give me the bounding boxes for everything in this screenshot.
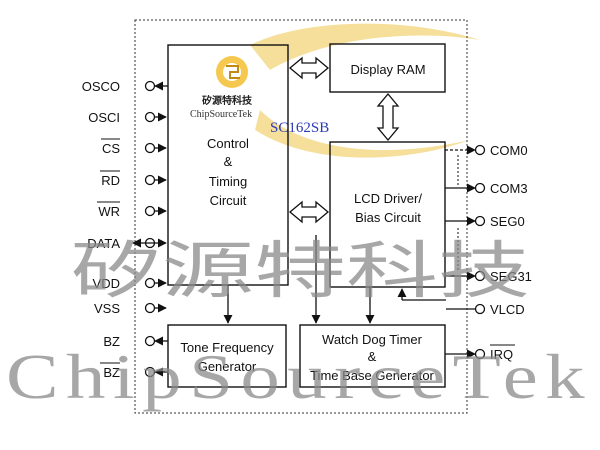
control-label-1: Control xyxy=(207,136,249,151)
pin-seg31-label: SEG31 xyxy=(490,269,532,284)
watermark-cn: 矽源特科技 xyxy=(70,234,530,307)
pin-cs-circle xyxy=(144,142,156,154)
pin-vss-label: VSS xyxy=(94,301,120,316)
pin-rd-label: RD xyxy=(101,173,120,188)
pin-seg0-circle xyxy=(474,215,486,227)
pin-wr-label: WR xyxy=(98,204,120,219)
watchdog-label-1: Watch Dog Timer xyxy=(322,332,423,347)
pin-irq-label: IRQ xyxy=(490,347,513,362)
tone-label-2: Generator xyxy=(198,359,257,374)
control-label-3: Timing xyxy=(209,174,248,189)
pin-com3-circle xyxy=(474,182,486,194)
pin-vdd-circle xyxy=(144,277,156,289)
lcd-driver-label-2: Bias Circuit xyxy=(355,210,421,225)
control-label-2: & xyxy=(224,154,233,169)
pin-data-label: DATA xyxy=(87,236,120,251)
pin-vlcd-label: VLCD xyxy=(490,302,525,317)
pin-bzb-label: BZ xyxy=(103,365,120,380)
tone-label-1: Tone Frequency xyxy=(180,340,274,355)
logo-mark xyxy=(216,23,480,158)
pin-wr-circle xyxy=(144,205,156,217)
left-pins: OSCO OSCI CS RD WR DATA VDD VSS BZ BZ xyxy=(82,79,168,380)
logo-text-cn: 矽源特科技 xyxy=(202,94,253,107)
pin-cs-label: CS xyxy=(102,141,120,156)
pin-vlcd-circle xyxy=(474,303,486,315)
pin-bz-label: BZ xyxy=(103,334,120,349)
pin-osci-circle xyxy=(144,111,156,123)
lcd-driver-block xyxy=(329,141,446,288)
pin-com3-label: COM3 xyxy=(490,181,528,196)
pin-seg31-circle xyxy=(474,270,486,282)
watermark-en: ChipSourceTek xyxy=(6,341,592,412)
control-label-4: Circuit xyxy=(210,193,247,208)
pin-irq-circle xyxy=(474,348,486,360)
watchdog-block xyxy=(299,324,446,388)
pin-seg0-label: SEG0 xyxy=(490,214,525,229)
part-number: SC162SB xyxy=(270,120,329,136)
right-pins: COM0 COM3 SEG0 SEG31 VLCD IRQ xyxy=(445,143,532,362)
tone-generator-block xyxy=(167,324,287,388)
pin-rd-circle xyxy=(144,174,156,186)
lcd-driver-label-1: LCD Driver/ xyxy=(354,191,422,206)
pin-osci-label: OSCI xyxy=(88,110,120,125)
logo-text-en: ChipSourceTek xyxy=(190,109,252,120)
pin-com0-circle xyxy=(474,144,486,156)
pin-osco-circle xyxy=(144,80,156,92)
bus-arrow-ram-lcd xyxy=(376,92,400,142)
bus-arrow-control-lcd xyxy=(288,200,330,224)
watchdog-label-2: & xyxy=(368,349,377,364)
display-ram-block xyxy=(329,43,446,93)
pin-vss-circle xyxy=(144,302,156,314)
pin-vdd-label: VDD xyxy=(93,276,120,291)
bus-arrow-control-ram xyxy=(288,56,330,80)
pin-com0-label: COM0 xyxy=(490,143,528,158)
internal-connections xyxy=(223,235,446,324)
display-ram-label: Display RAM xyxy=(350,62,425,77)
pin-osco-label: OSCO xyxy=(82,79,120,94)
watchdog-label-3: Time Base Generator xyxy=(310,368,434,383)
